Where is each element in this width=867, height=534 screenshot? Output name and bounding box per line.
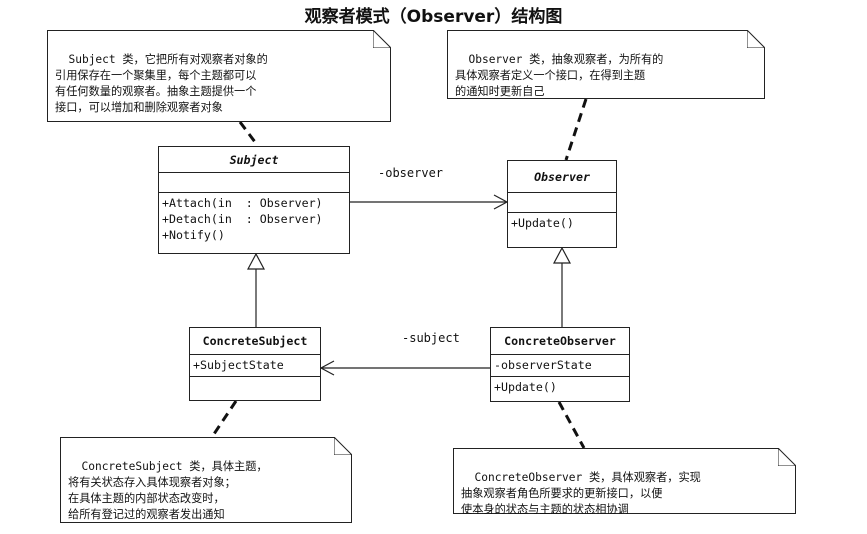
- subject-note-anchor: [238, 121, 260, 147]
- subject-op-attach: +Attach(in : Observer): [162, 196, 323, 210]
- concrete-observer-note-fold: [778, 448, 796, 466]
- concrete-subject-attributes: +SubjectState: [190, 355, 320, 377]
- subject-op-notify: +Notify(): [162, 228, 225, 242]
- concrete-subject-class-name: ConcreteSubject: [190, 328, 320, 355]
- concrete-observer-note-anchor: [557, 401, 586, 449]
- concrete-observer-operations: +Update(): [491, 377, 629, 397]
- subject-association-arrowhead: [319, 360, 335, 376]
- concrete-observer-attr-state: -observerState: [494, 358, 592, 372]
- concrete-observer-class: ConcreteObserver -observerState +Update(…: [490, 327, 630, 402]
- concrete-observer-note: ConcreteObserver 类，具体观察者，实现 抽象观察者角色所要求的更…: [453, 448, 796, 514]
- observer-association-label: -observer: [378, 166, 444, 180]
- subject-association-label: -subject: [402, 331, 460, 345]
- concrete-subject-note-anchor: [210, 400, 238, 438]
- observer-note-text: Observer 类，抽象观察者，为所有的 具体观察者定义一个接口，在得到主题 …: [455, 53, 664, 98]
- subject-note-text: Subject 类，它把所有对观察者对象的 引用保存在一个聚集里，每个主题都可以…: [55, 53, 268, 114]
- subject-operations: +Attach(in : Observer) +Detach(in : Obse…: [159, 193, 349, 245]
- concrete-subject-operations: [190, 377, 320, 381]
- subject-attributes: [159, 173, 349, 193]
- concrete-subject-class: ConcreteSubject +SubjectState: [189, 327, 321, 401]
- concrete-subject-note-fold: [334, 437, 352, 455]
- concrete-observer-attributes: -observerState: [491, 355, 629, 377]
- concrete-observer-note-text: ConcreteObserver 类，具体观察者，实现 抽象观察者角色所要求的更…: [461, 471, 701, 516]
- subject-class-name: Subject: [159, 147, 349, 173]
- observer-operations: +Update(): [508, 213, 616, 233]
- observer-class: Observer +Update(): [507, 160, 617, 248]
- concrete-observer-op-update: +Update(): [494, 380, 557, 394]
- concrete-subject-note-text: ConcreteSubject 类，具体主题， 将有关状态存入具体现察者对象； …: [68, 460, 268, 521]
- observer-class-name: Observer: [508, 161, 616, 193]
- concrete-subject-note: ConcreteSubject 类，具体主题， 将有关状态存入具体现察者对象； …: [60, 437, 352, 523]
- observer-attributes: [508, 193, 616, 213]
- diagram-title: 观察者模式（Observer）结构图: [304, 7, 563, 27]
- subject-note: Subject 类，它把所有对观察者对象的 引用保存在一个聚集里，每个主题都可以…: [47, 30, 391, 122]
- observer-note-fold: [747, 30, 765, 48]
- observer-note-anchor: [564, 98, 588, 161]
- subject-class: Subject +Attach(in : Observer) +Detach(i…: [158, 146, 350, 254]
- concrete-subject-attr-state: +SubjectState: [193, 358, 284, 372]
- concrete-observer-class-name: ConcreteObserver: [491, 328, 629, 355]
- subject-op-detach: +Detach(in : Observer): [162, 212, 323, 226]
- observer-generalization-arrowhead: [553, 246, 571, 264]
- subject-note-fold: [373, 30, 391, 48]
- observer-op-update: +Update(): [511, 216, 574, 230]
- observer-note: Observer 类，抽象观察者，为所有的 具体观察者定义一个接口，在得到主题 …: [447, 30, 765, 99]
- subject-generalization-arrowhead: [247, 252, 265, 270]
